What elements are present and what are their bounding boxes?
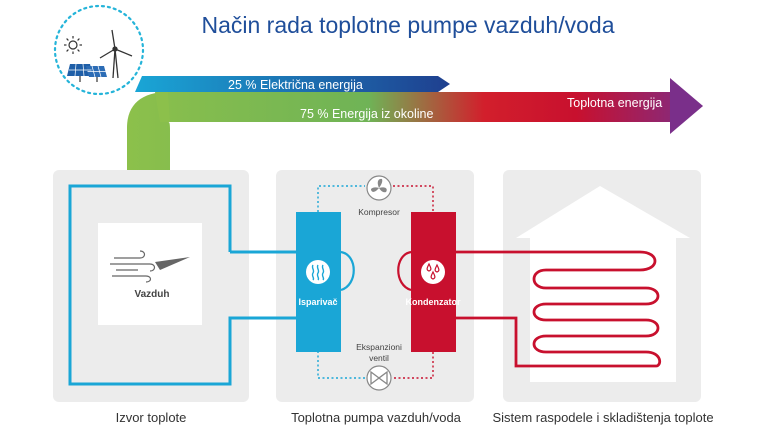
ambient-energy-arrow <box>127 92 703 170</box>
solar-panel-icon <box>67 63 107 82</box>
heat-energy-label: Toplotna energija <box>567 96 662 110</box>
condenser-coil <box>397 250 412 292</box>
energy-source-badge <box>53 4 145 96</box>
expansion-label-2: ventil <box>369 353 389 363</box>
compressor-label: Kompresor <box>358 207 400 217</box>
fan-icon <box>366 175 392 201</box>
return-line <box>456 316 656 368</box>
heat-pump-label: Toplotna pumpa vazduh/voda <box>291 410 462 425</box>
distribution-label: Sistem raspodele i skladištenja toplote <box>492 410 713 425</box>
electric-energy-arrow <box>135 76 450 92</box>
sun-icon <box>64 36 82 54</box>
energy-flow-band: 25 % Električna energija 75 % Energija i… <box>127 76 703 170</box>
heat-source-label: Izvor toplote <box>116 410 187 425</box>
condenser-label: Kondenzator <box>406 297 461 307</box>
output-arrow-head <box>670 78 703 134</box>
evaporator-label: Isparivač <box>298 297 337 307</box>
air-box <box>98 223 202 325</box>
supply-line <box>456 250 657 272</box>
electric-energy-label: 25 % Električna energija <box>228 78 363 92</box>
house-icon <box>516 186 690 382</box>
wind-icon <box>110 250 190 283</box>
floor-heating-coil <box>532 268 662 368</box>
ambient-energy-label: 75 % Energija iz okoline <box>300 107 433 121</box>
drops-icon <box>426 262 440 280</box>
evaporator-coil <box>340 250 355 292</box>
source-loop <box>68 184 300 386</box>
expansion-label-1: Ekspanzioni <box>356 342 402 352</box>
valve-icon <box>366 365 392 391</box>
heat-wave-icon <box>311 264 325 281</box>
air-label: Vazduh <box>134 289 169 300</box>
wind-turbine-icon <box>99 29 133 79</box>
expansion-line <box>317 352 365 379</box>
page-title: Način rada toplotne pumpe vazduh/voda <box>201 12 614 38</box>
